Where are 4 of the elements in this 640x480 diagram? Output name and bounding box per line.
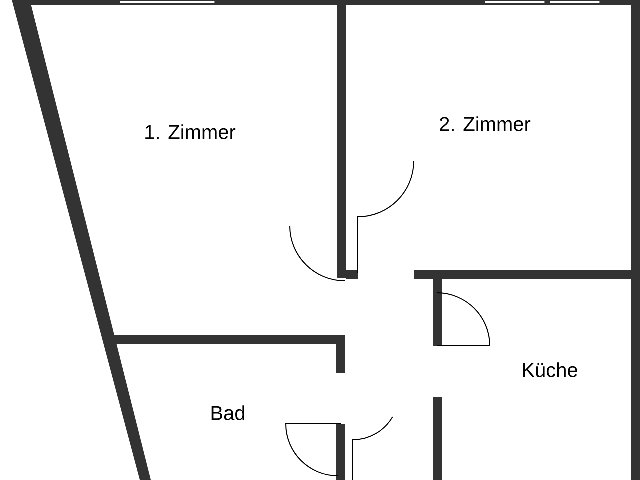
room-label: Bad [212,406,244,420]
room-label: Küche [523,362,578,378]
room-label: 2. Zimmer [440,116,531,132]
room-label: 1. Zimmer [146,124,236,140]
